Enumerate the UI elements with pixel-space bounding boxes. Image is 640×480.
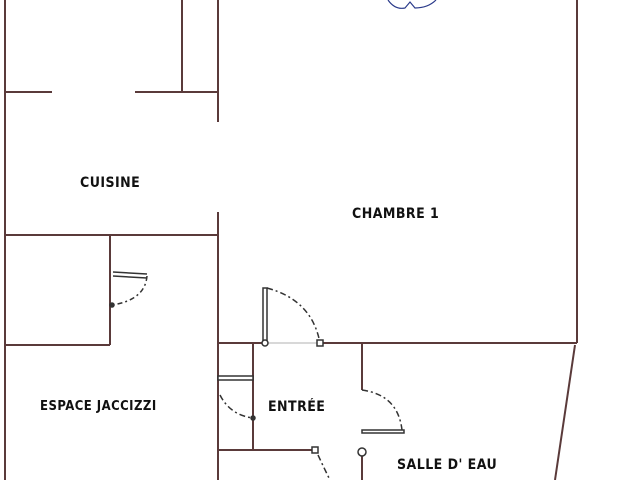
room-label-espace: ESPACE JACCIZZI (40, 399, 157, 414)
door-swing (111, 275, 148, 306)
room-label-entree: ENTRÉE (268, 399, 326, 415)
room-label-salle: SALLE D' EAU (397, 457, 498, 473)
wall (554, 344, 576, 480)
door-swing (266, 287, 321, 344)
walls (4, 0, 578, 480)
door-leaf (262, 287, 268, 344)
door-swing (317, 454, 331, 480)
doors (109, 271, 405, 480)
compass-icon (387, 0, 437, 9)
door-swing (361, 389, 403, 431)
door-leaf (361, 429, 405, 434)
room-label-chambre: CHAMBRE 1 (352, 206, 440, 222)
window (217, 375, 254, 381)
room-label-cuisine: CUISINE (80, 175, 141, 191)
door-swing (219, 394, 254, 419)
